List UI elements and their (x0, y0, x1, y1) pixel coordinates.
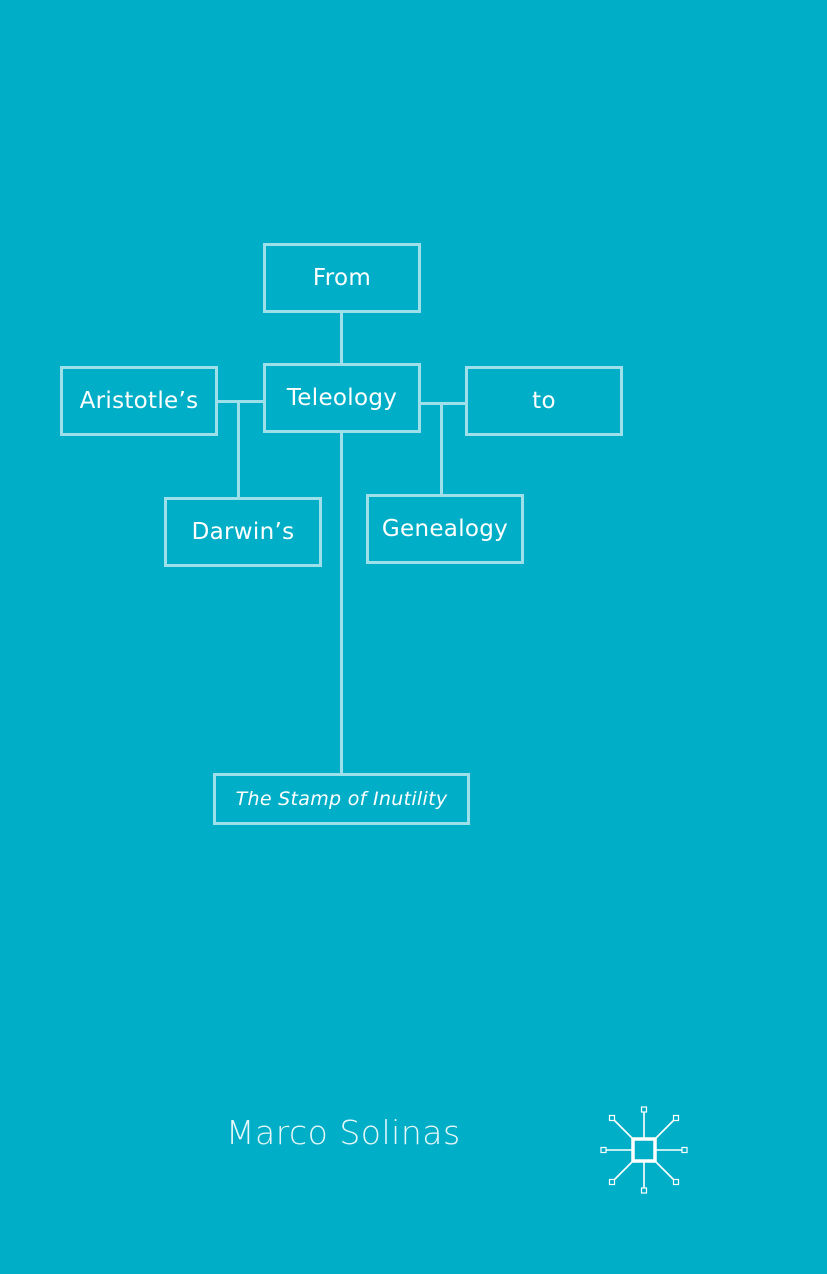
title-box-darwins: Darwin’s (164, 497, 322, 567)
subtitle-box: The Stamp of Inutility (213, 773, 470, 825)
connector-to-darwins (237, 400, 240, 499)
title-word-aristotles: Aristotle’s (79, 388, 199, 414)
subtitle: The Stamp of Inutility (235, 788, 448, 810)
connector-teleology-subtitle (340, 431, 343, 775)
connector-to-genealogy (440, 402, 443, 496)
connector-from-teleology (340, 312, 343, 366)
title-box-aristotles: Aristotle’s (60, 366, 218, 436)
title-word-genealogy: Genealogy (381, 516, 509, 542)
title-word-darwins: Darwin’s (191, 519, 295, 545)
author-name: Marco Solinas (226, 1113, 461, 1152)
palgrave-logo-icon (600, 1106, 688, 1194)
title-box-from: From (263, 243, 421, 313)
title-box-genealogy: Genealogy (366, 494, 524, 564)
title-box-teleology: Teleology (263, 363, 421, 433)
connector-aristotle-teleology (217, 400, 264, 403)
title-word-to: to (532, 388, 556, 414)
title-box-to: to (465, 366, 623, 436)
title-word-teleology: Teleology (286, 385, 398, 411)
title-word-from: From (312, 265, 372, 291)
